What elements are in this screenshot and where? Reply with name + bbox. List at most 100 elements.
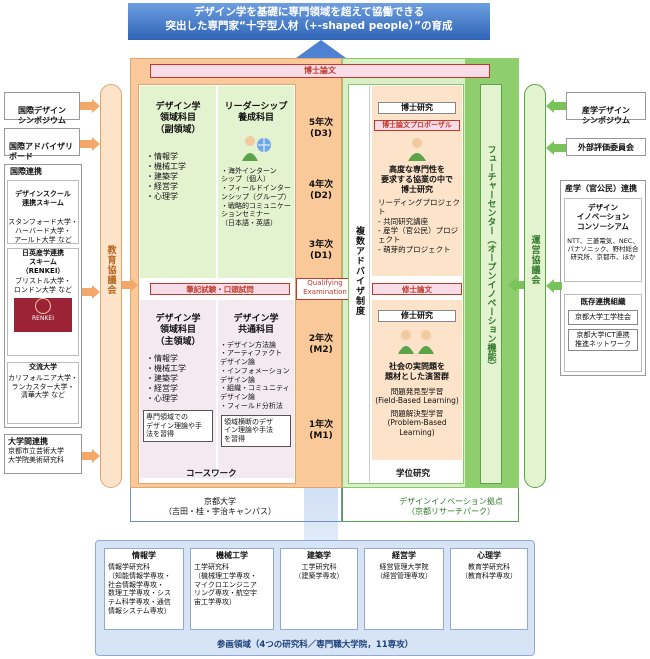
year-label: 1年次 (M1)	[298, 420, 344, 442]
doctoral-project-item: - 萌芽的プロジェクト	[378, 244, 451, 254]
leadership-item: フィールドインター ンシップ（グループ）	[221, 184, 294, 202]
design-main-item: 経営学	[146, 384, 216, 394]
existing-org-2: 京都大学ICT連携 推進ネットワーク	[568, 329, 638, 351]
dept-box: 心理学 教育学研究科 （教育科学専攻）	[450, 548, 528, 630]
campus-label: 京都大学 （吉田・桂・宇治キャンパス）	[164, 497, 276, 516]
intl-design-symposium: 国際デザイン シンポジウム	[4, 92, 80, 125]
design-main-item: 機械工学	[146, 364, 216, 374]
hub-bracket	[342, 488, 519, 522]
leadership-item: 戦略的コミュニケー ションセミナー （日本語・英語）	[221, 202, 294, 228]
design-sub-item: 機械工学	[146, 162, 216, 172]
future-center-label: フューチャーセンター（オープンイノベーション機能）	[485, 145, 496, 370]
design-common-note: 領域横断のデザ イン理論や手法 を習得	[221, 414, 291, 447]
design-common-box: デザイン学 共通科目 デザイン方法論 アーティファクト デザイン論 インフォメー…	[218, 300, 294, 478]
dept-name: 機械工学	[216, 551, 248, 560]
external-eval: 外部評価委員会	[566, 138, 646, 156]
council-arrow-left	[122, 277, 138, 296]
doctoral-project-item-text: 産学（官公民）プロジェクト	[378, 225, 459, 245]
dept-box: 情報学 情報学研究科 （知能情報学専攻・ 社会情報学専攻・ 数理工学専攻・シス …	[104, 548, 184, 630]
year-label-code: (D2)	[310, 190, 332, 201]
dept-desc: 工学研究科 （機械理工学専攻・ マイクロエンジニア リング専攻・航空宇 宙工学専…	[194, 563, 257, 606]
renkei-logo: RENKEI	[14, 297, 72, 332]
industry-symposium-label: 産学デザイン シンポジウム	[582, 106, 630, 125]
year-label: 3年次 (D1)	[298, 240, 344, 262]
intl-advisory-board-label: 国際アドバイザリ ボード	[9, 142, 73, 161]
dept-box: 機械工学 工学研究科 （機械理工学専攻・ マイクロエンジニア リング専攻・航空宇…	[190, 548, 274, 630]
doctoral-person-icon	[406, 137, 428, 161]
master-research-box: 修士研究 社会の実問題を 題材とした演習群 問題発見型学習 (Field-Bas…	[372, 300, 462, 460]
design-sub-item: 経営学	[146, 182, 216, 192]
year-label-code: (M1)	[309, 430, 333, 441]
univ-collab-box: 大学間連携 京都市立芸術大学 大学院美術研究科	[4, 434, 82, 474]
year-label-year: 1年次	[308, 420, 334, 430]
right-arrow-2	[546, 140, 566, 159]
year-label: 5年次 (D3)	[298, 118, 344, 140]
proposal-label: 博士論文プロポーザル	[374, 120, 460, 131]
left-arrow-4	[82, 448, 100, 467]
left-arrow-3	[82, 284, 100, 303]
dept-name: 心理学	[477, 551, 501, 560]
left-arrow-2	[80, 136, 100, 155]
jp-uk-scheme-members: ブリストル大学・ ロンドン大学 など	[13, 277, 73, 294]
doctoral-research-box: 博士研究 博士論文プロポーザル 高度な専門性を 要求する協業の中で 博士研究 リ…	[372, 86, 462, 276]
dept-name: 建築学	[307, 551, 331, 560]
design-common-item: インフォメーション デザイン論	[220, 367, 294, 385]
consortium-members: NTT、三菱電気、NEC、 パナソニック、野村総合 研究所、京都市、ほか	[567, 237, 639, 262]
pbl-problem: 問題解決型学習 (Problem-Based Learning)	[387, 408, 447, 437]
title-line-1: デザイン学を基礎に専門領域を超えて協働できる	[193, 6, 425, 18]
design-common-item: デザイン方法論	[220, 341, 294, 350]
jp-uk-scheme-box: 日英産学連携 スキーム （RENKEI） ブリストル大学・ ロンドン大学 など …	[7, 248, 79, 356]
year-label: 4年次 (D2)	[298, 180, 344, 202]
doctoral-project-item: - 産学（官公民）プロジェクト	[378, 225, 459, 245]
leadership-box: リーダーシップ 養成科目 海外インターン シップ（個人） フィールドインター ン…	[218, 86, 294, 278]
qe-bar: 筆記試験・口頭試問	[150, 283, 290, 295]
master-people-icon	[396, 328, 438, 354]
advisor-system: 複数アドバイザ制度	[350, 86, 370, 482]
right-arrow-1	[546, 98, 566, 117]
design-main-title: デザイン学 領域科目 （主領域）	[155, 314, 201, 347]
design-sub-box: デザイン学 領域科目 （副領域） 情報学 機械工学 建築学 経営学 心理学	[140, 86, 216, 278]
operations-council: 運営協議会	[524, 84, 546, 488]
coursework-label: コースワーク	[186, 469, 237, 479]
univ-collab-members: 京都市立芸術大学 大学院美術研究科	[8, 447, 64, 464]
univ-collab-title: 大学間連携	[8, 437, 48, 446]
leadership-people-icon	[236, 133, 276, 163]
design-common-title: デザイン学 共通科目	[233, 314, 279, 336]
design-main-item: 情報学	[146, 354, 216, 364]
pbl-field: 問題発見型学習 (Field-Based Learning)	[375, 387, 459, 406]
year-label-year: 2年次	[308, 334, 334, 344]
school-scheme-box: デザインスクール 連携スキーム スタンフォード大学・ ハーバード大学・ アールト…	[7, 180, 79, 244]
right-arrow-3	[546, 278, 562, 297]
left-arrow-1	[80, 98, 100, 117]
jp-uk-scheme-title: 日英産学連携 スキーム （RENKEI）	[21, 249, 65, 275]
design-main-item: 心理学	[146, 394, 216, 404]
dept-name: 情報学	[132, 551, 156, 560]
master-research-title: 修士研究	[378, 310, 456, 322]
design-common-item: フィールド分析法	[220, 402, 294, 411]
school-scheme-members: スタンフォード大学・ ハーバード大学・ アールト大学 など	[8, 218, 78, 244]
dept-name: 経営学	[392, 551, 416, 560]
doctoral-thesis-bar: 博士論文	[150, 64, 490, 78]
design-sub-item: 心理学	[146, 192, 216, 202]
year-label-year: 5年次	[308, 118, 334, 128]
exchange-univ-box: 交流大学 カリフォルニア大学・ ランカスター大学・ 清華大学 など	[7, 362, 79, 424]
design-main-item: 建築学	[146, 374, 216, 384]
future-center: フューチャーセンター（オープンイノベーション機能）	[480, 84, 502, 484]
title-arrow	[128, 0, 490, 40]
existing-org-title: 既存連携組織	[580, 297, 626, 306]
design-sub-title: デザイン学 領域科目 （副領域）	[155, 102, 201, 135]
council-arrow-right	[508, 277, 524, 296]
doctoral-project-item: - 共同研究講座	[378, 216, 429, 226]
degree-research-label: 学位研究	[396, 469, 431, 479]
advisor-system-label: 複数アドバイザ制度	[354, 226, 364, 316]
renkei-logo-text: RENKEI	[32, 314, 54, 322]
industry-collab-title: 産学（官公民）連携	[565, 184, 637, 193]
design-sub-item: 建築学	[146, 172, 216, 182]
doctoral-project-item-text: 萌芽的プロジェクト	[383, 244, 451, 254]
dept-box: 経営学 経営管理大学院 （経営管理専攻）	[364, 548, 444, 630]
design-common-item: 組織・コミュニティ デザイン論	[220, 384, 294, 402]
dept-desc: 工学研究科 （建築学専攻）	[294, 563, 344, 580]
year-label-year: 4年次	[308, 180, 334, 190]
existing-org-box: 既存連携組織 京都大学工学桂会 京都大学ICT連携 推進ネットワーク	[564, 294, 642, 372]
year-label: 2年次 (M2)	[298, 334, 344, 356]
